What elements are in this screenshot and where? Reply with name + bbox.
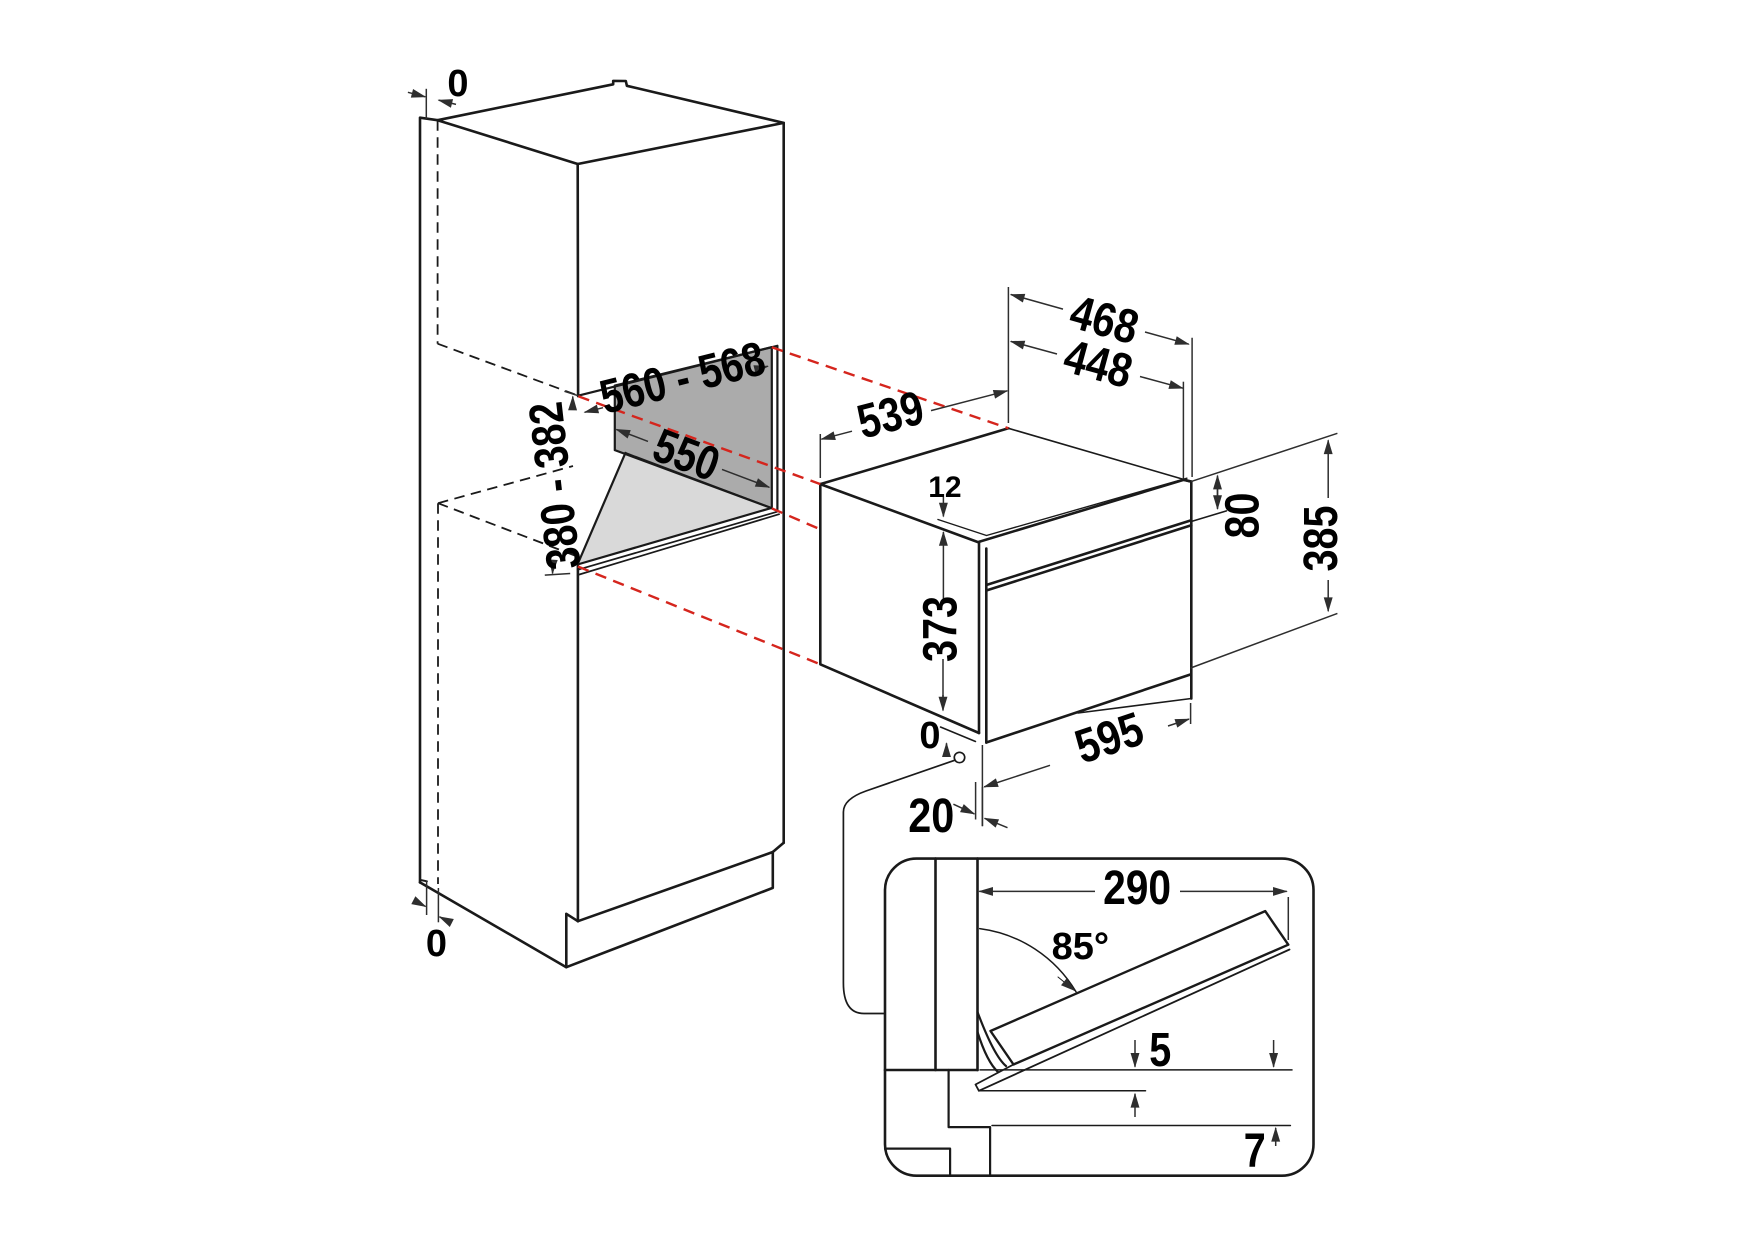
svg-text:85°: 85°	[1052, 926, 1109, 968]
svg-text:0: 0	[447, 63, 468, 105]
svg-text:373: 373	[915, 596, 968, 662]
svg-text:7: 7	[1244, 1125, 1266, 1178]
svg-text:385: 385	[1295, 506, 1348, 572]
svg-text:20: 20	[908, 790, 954, 843]
svg-text:0: 0	[426, 923, 447, 965]
svg-text:290: 290	[1103, 862, 1171, 915]
svg-text:80: 80	[1216, 493, 1269, 539]
svg-text:12: 12	[928, 471, 961, 504]
svg-text:5: 5	[1149, 1024, 1171, 1077]
svg-text:0: 0	[919, 715, 940, 757]
